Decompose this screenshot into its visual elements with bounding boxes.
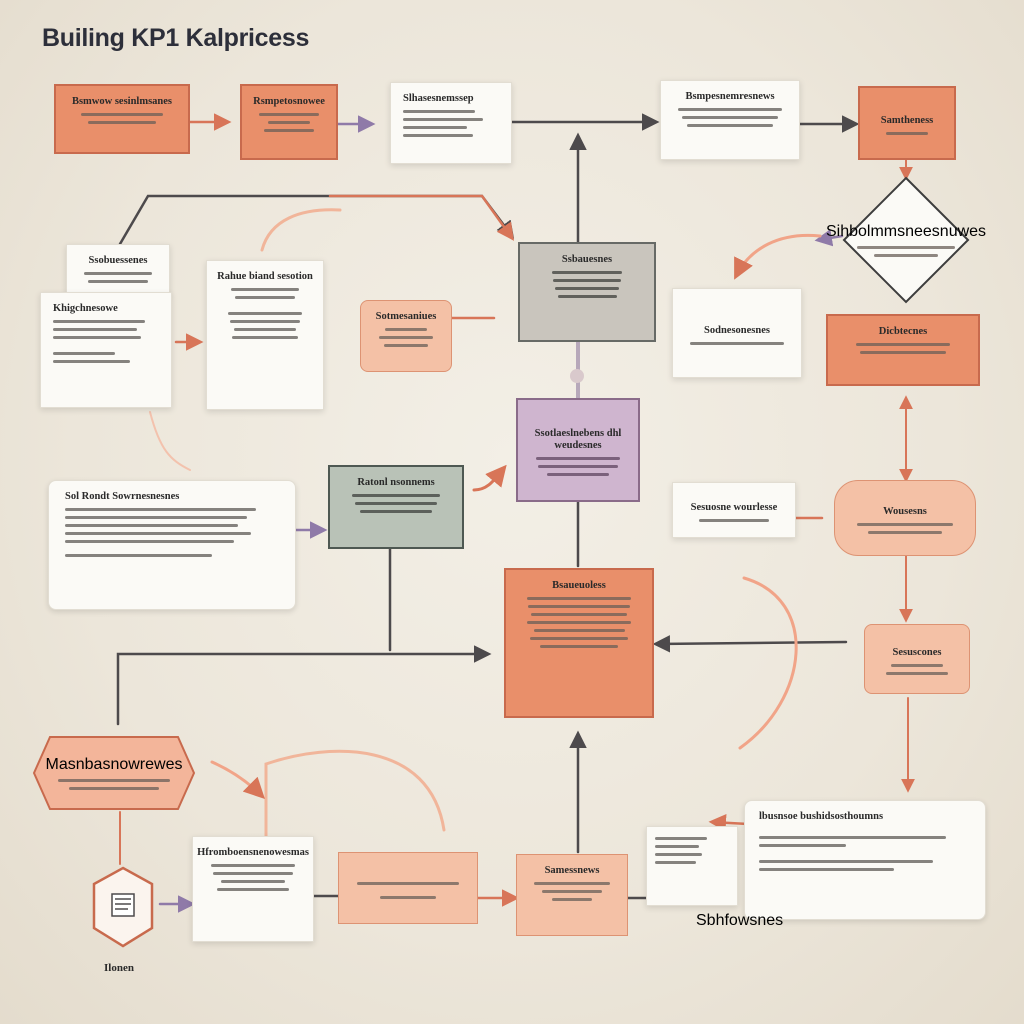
node-label: Rahue biand sesotion [217, 271, 313, 282]
node-label: Sodnesonesnes [704, 324, 770, 336]
node-label: Rsmpetosnowee [253, 96, 325, 107]
connector [116, 645, 492, 726]
node-label: Samtheness [880, 114, 934, 126]
process-box[interactable]: Sesuscones [864, 624, 970, 694]
document-box[interactable]: Sol Rondt Sowrnesnesnes [48, 480, 296, 610]
connector [472, 464, 507, 492]
connector [738, 576, 798, 750]
connector [328, 194, 515, 241]
document-box[interactable]: Sodnesonesnes [672, 288, 802, 378]
node-label: Bsmpesnemresnews [685, 91, 775, 102]
document-box[interactable]: Khigchnesowe [40, 292, 172, 408]
decision-diamond[interactable] [842, 176, 970, 304]
process-box-start[interactable]: Bsmwow sesinlmsanes [54, 84, 190, 154]
node-label: Sesuscones [892, 646, 942, 658]
node-label: Ratonl nsonnems [357, 477, 435, 488]
connector [264, 749, 446, 838]
main-process-box[interactable]: Bsaueuoless [504, 568, 654, 718]
connector [652, 635, 848, 653]
connector [260, 208, 342, 252]
node-label: Wousesns [883, 505, 927, 517]
document-icon [92, 866, 154, 948]
diagram-title: Builing KP1 Kalpricess [42, 24, 310, 52]
node-label: Ssobuessenes [88, 255, 148, 266]
node-label: Sol Rondt Sowrnesnesnes [65, 491, 180, 502]
process-box[interactable]: Samessnews [516, 854, 628, 936]
icon-caption: Ilonen [104, 962, 134, 974]
node-label: Bsmwow sesinlmsanes [71, 96, 173, 107]
document-box[interactable] [646, 826, 738, 906]
document-box[interactable]: Hfromboensnenowesmas [192, 836, 314, 942]
process-box-end[interactable]: Samtheness [858, 86, 956, 160]
node-label: Khigchnesowe [53, 303, 118, 314]
decision-content: Sihbolmmsneesnuwes [826, 200, 986, 280]
node-label: lbusnsoe bushidsosthoumns [759, 811, 884, 822]
process-box[interactable]: Rsmpetosnowee [240, 84, 338, 160]
connector [814, 229, 844, 247]
document-box[interactable]: Ssobuessenes [66, 244, 170, 296]
connector [118, 194, 515, 246]
document-box[interactable]: Slhasesnemssep [390, 82, 512, 164]
hexagon-process[interactable]: Masnbasnowrewes [34, 736, 194, 810]
node-label: Bsaueuoless [552, 580, 606, 591]
terminal-pill[interactable]: Wousesns [834, 480, 976, 556]
connector [210, 760, 265, 799]
node-label: Sotmesaniues [375, 311, 437, 322]
node-label: Sesuosne wourlesse [690, 501, 778, 513]
process-box[interactable]: Ssotlaeslnebens dhl weudesnes [516, 398, 640, 502]
node-label: Dicbtecnes [878, 326, 928, 337]
node-label: Samessnews [544, 865, 600, 876]
process-box[interactable]: Ratonl nsonnems [328, 465, 464, 549]
connector [149, 411, 191, 471]
node-label: Slhasesnemssep [403, 93, 474, 104]
connector [734, 233, 822, 280]
document-box[interactable]: Bsmpesnemresnews [660, 80, 800, 160]
process-box[interactable]: Sotmesaniues [360, 300, 452, 372]
document-box[interactable]: Sesuosne wourlesse [672, 482, 796, 538]
node-label: Ssotlaeslnebens dhl weudesnes [534, 427, 622, 451]
process-box[interactable] [338, 852, 478, 924]
node-label: Hfromboensnenowesmas [197, 847, 309, 858]
node-label: Ssbauesnes [561, 254, 613, 265]
node-label: Sihbolmmsneesnuwes [825, 223, 987, 240]
connector [708, 814, 750, 832]
node-label: Masnbasnowrewes [45, 756, 183, 773]
node-label: Sbhfowsnes [696, 912, 784, 929]
document-box[interactable]: Rahue biand sesotion [206, 260, 324, 410]
process-box[interactable]: Dicbtecnes [826, 314, 980, 386]
process-box[interactable]: Ssbauesnes [518, 242, 656, 342]
document-box[interactable]: lbusnsoe bushidsosthoumns [744, 800, 986, 920]
